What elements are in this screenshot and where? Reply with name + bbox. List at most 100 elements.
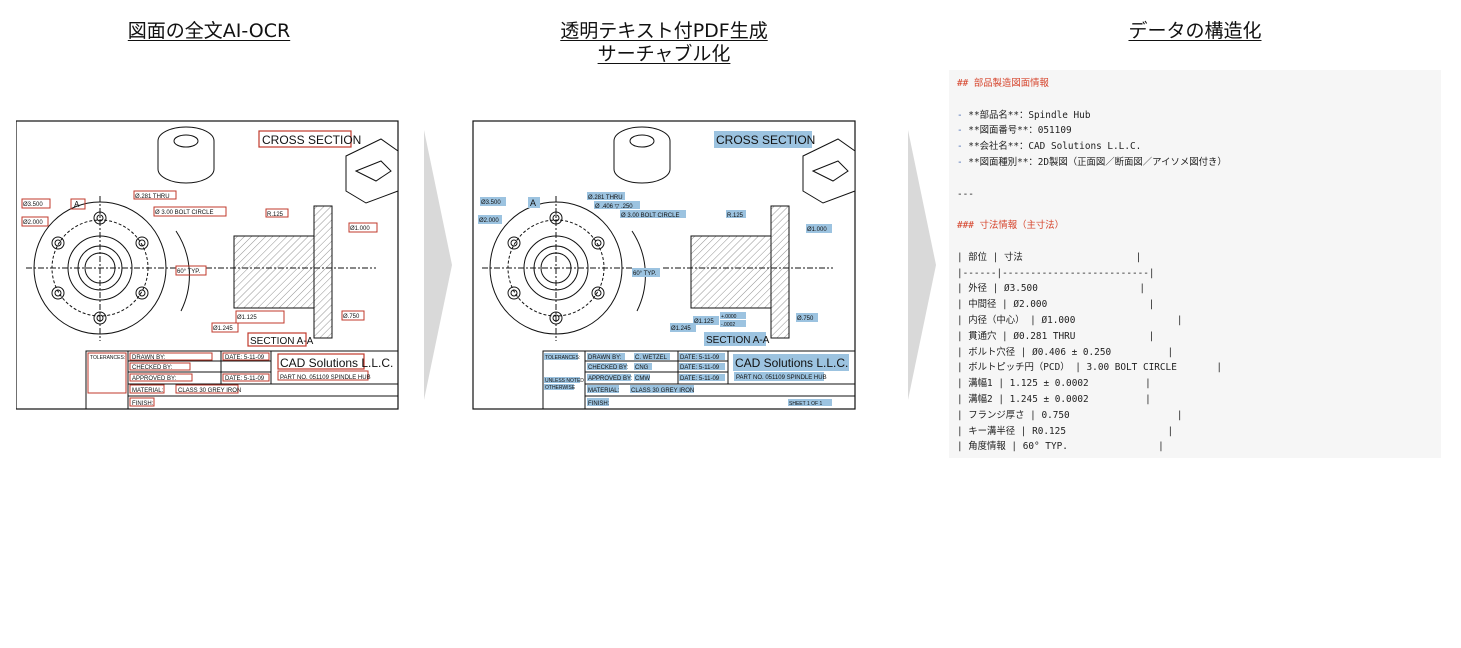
isometric-view-section xyxy=(345,138,399,204)
bolt-circle-label: Ø 3.00 BOLT CIRCLE xyxy=(155,210,213,216)
markdown-line: | ボルトピッチ円（PCD） | 3.00 BOLT CIRCLE | xyxy=(957,362,1222,374)
checked-name-text: CNG xyxy=(635,365,649,371)
markdown-item-text: **会社名**：CAD Solutions L.L.C. xyxy=(968,141,1142,153)
angle-label: 60° TYP. xyxy=(177,269,201,275)
dia-750-text: Ø.750 xyxy=(797,316,814,322)
markdown-line: --- xyxy=(957,188,974,200)
front-view xyxy=(26,196,190,341)
approved-by-label: APPROVED BY: xyxy=(132,376,177,382)
material-val-label: CLASS 30 GREY IRON xyxy=(178,388,241,394)
structured-markdown-panel: ## 部品製造図面情報- **部品名**：Spindle Hub- **図面番号… xyxy=(949,70,1441,458)
markdown-line: | 部位 | 寸法 | xyxy=(957,251,1142,263)
company-text: CAD Solutions L.L.C. xyxy=(735,356,848,370)
material-label: MATERIAL: xyxy=(132,388,164,394)
markdown-line: ## 部品製造図面情報 xyxy=(957,78,1049,89)
dia-750-label: Ø.750 xyxy=(343,314,360,320)
header-pdf-line1: 透明テキスト付PDF生成 xyxy=(560,20,768,42)
markdown-bullet: - xyxy=(957,125,969,137)
markdown-item-text: **図面番号**：051109 xyxy=(968,125,1072,137)
approved-by-text: APPROVED BY: xyxy=(588,376,633,382)
markdown-line xyxy=(957,234,1433,250)
dia-1125-text: Ø1.125 xyxy=(694,319,714,325)
markdown-line: | 角度情報 | 60° TYP. | xyxy=(957,441,1164,453)
markdown-line: | 貫通穴 | Ø0.281 THRU | xyxy=(957,330,1155,342)
arrow-icon xyxy=(424,130,452,404)
datum-a-text: A xyxy=(530,198,536,208)
approved-name-text: CMW xyxy=(635,376,650,382)
front-view xyxy=(482,196,646,341)
thru-text: Ø.281 THRU xyxy=(588,195,623,201)
title-block xyxy=(85,350,399,410)
searchable-pdf-panel: CROSS SECTION SECTION A-A CAD Solutions … xyxy=(472,120,856,410)
company-label: CAD Solutions L.L.C. xyxy=(280,356,393,370)
tol-minus-text: -.0002 xyxy=(721,322,735,328)
part-no-label: PART NO. 051109 SPINDLE HUB xyxy=(280,375,371,381)
finish-text: FINISH: xyxy=(588,401,610,407)
header-pdf-line2: サーチャブル化 xyxy=(597,43,731,65)
section-aa-text: SECTION A-A xyxy=(706,335,770,346)
isometric-view-section xyxy=(802,138,856,204)
isometric-view-hub xyxy=(613,126,671,184)
cross-section-label: CROSS SECTION xyxy=(262,133,361,147)
markdown-line: - **会社名**：CAD Solutions L.L.C. xyxy=(957,139,1433,155)
section-aa-label: SECTION A-A xyxy=(250,336,314,347)
header-structure: データの構造化 xyxy=(1128,20,1262,42)
header-ocr: 図面の全文AI-OCR xyxy=(127,20,291,42)
markdown-line: | 外径 | Ø3.500 | xyxy=(957,283,1146,295)
date2-text: DATE: 5-11-09 xyxy=(680,365,720,371)
markdown-line: - **図面種別**：2D製図（正面図／断面図／アイソメ図付き） xyxy=(957,155,1433,171)
r125-text: R.125 xyxy=(727,213,744,219)
markdown-line: | フランジ厚さ | 0.750 | xyxy=(957,409,1183,421)
markdown-line xyxy=(957,171,1433,187)
material-text: MATERIAL: xyxy=(588,388,620,394)
date1-label: DATE: 5-11-09 xyxy=(225,355,265,361)
datum-a-label: A xyxy=(74,200,80,209)
section-view xyxy=(663,205,833,339)
checked-by-label: CHECKED BY: xyxy=(132,365,173,371)
tolerances-label: TOLERANCES: xyxy=(90,355,125,361)
title-block xyxy=(542,350,856,410)
drawn-by-text: DRAWN BY: xyxy=(588,355,622,361)
tol-plus-text: +.0000 xyxy=(721,314,737,320)
dia-3500-text: Ø3.500 xyxy=(481,200,501,206)
section-view xyxy=(206,205,376,339)
dia-1125-label: Ø1.125 xyxy=(237,315,257,321)
tolerances-text: TOLERANCES: xyxy=(545,355,580,361)
cross-section-text: CROSS SECTION xyxy=(716,133,815,147)
markdown-line: - **図面番号**：051109 xyxy=(957,123,1433,139)
markdown-line: | 溝幅2 | 1.245 ± 0.0002 | xyxy=(957,393,1151,405)
markdown-line: - **部品名**：Spindle Hub xyxy=(957,108,1433,124)
dia-1000-text: Ø1.000 xyxy=(807,227,827,233)
arrow-icon xyxy=(908,130,936,404)
drawn-by-label: DRAWN BY: xyxy=(132,355,166,361)
markdown-line: | キー溝半径 | R0.125 | xyxy=(957,425,1174,437)
thru-label: Ø.281 THRU xyxy=(135,194,170,200)
drawn-name-text: C. WETZEL xyxy=(635,355,668,361)
markdown-bullet: - xyxy=(957,156,969,168)
otherwise-text: OTHERWISE xyxy=(545,385,576,391)
markdown-bullet: - xyxy=(957,109,969,121)
date3-label: DATE: 5-11-09 xyxy=(225,376,265,382)
checked-by-text: CHECKED BY: xyxy=(588,365,629,371)
date1-text: DATE: 5-11-09 xyxy=(680,355,720,361)
part-no-text: PART NO. 051109 SPINDLE HUB xyxy=(736,375,827,381)
sheet-text: SHEET 1 OF 1 xyxy=(789,401,822,407)
dia-1000-label: Ø1.000 xyxy=(350,226,370,232)
bolt-circle-text: Ø 3.00 BOLT CIRCLE xyxy=(621,213,679,219)
bolt-hole-text: Ø .406 ▽ .250 xyxy=(595,204,633,210)
dia-1245-label: Ø1.245 xyxy=(213,326,233,332)
markdown-line: | ボルト穴径 | Ø0.406 ± 0.250 | xyxy=(957,346,1174,358)
markdown-bullet: - xyxy=(957,141,969,153)
material-val-text: CLASS 30 GREY IRON xyxy=(631,388,694,394)
markdown-line: |------|--------------------------| xyxy=(957,267,1155,279)
markdown-item-text: **部品名**：Spindle Hub xyxy=(968,109,1091,121)
markdown-item-text: **図面種別**：2D製図（正面図／断面図／アイソメ図付き） xyxy=(968,156,1227,168)
date3-text: DATE: 5-11-09 xyxy=(680,376,720,382)
header-searchable-pdf: 透明テキスト付PDF生成 サーチャブル化 xyxy=(473,20,855,66)
dia-2000-label: Ø2.000 xyxy=(23,220,43,226)
dia-2000-text: Ø2.000 xyxy=(479,218,499,224)
markdown-line: | 内径（中心） | Ø1.000 | xyxy=(957,314,1183,326)
r125-label: R.125 xyxy=(267,212,284,218)
markdown-line: | 溝幅1 | 1.125 ± 0.0002 | xyxy=(957,378,1151,390)
markdown-line: | 中間径 | Ø2.000 | xyxy=(957,299,1155,311)
